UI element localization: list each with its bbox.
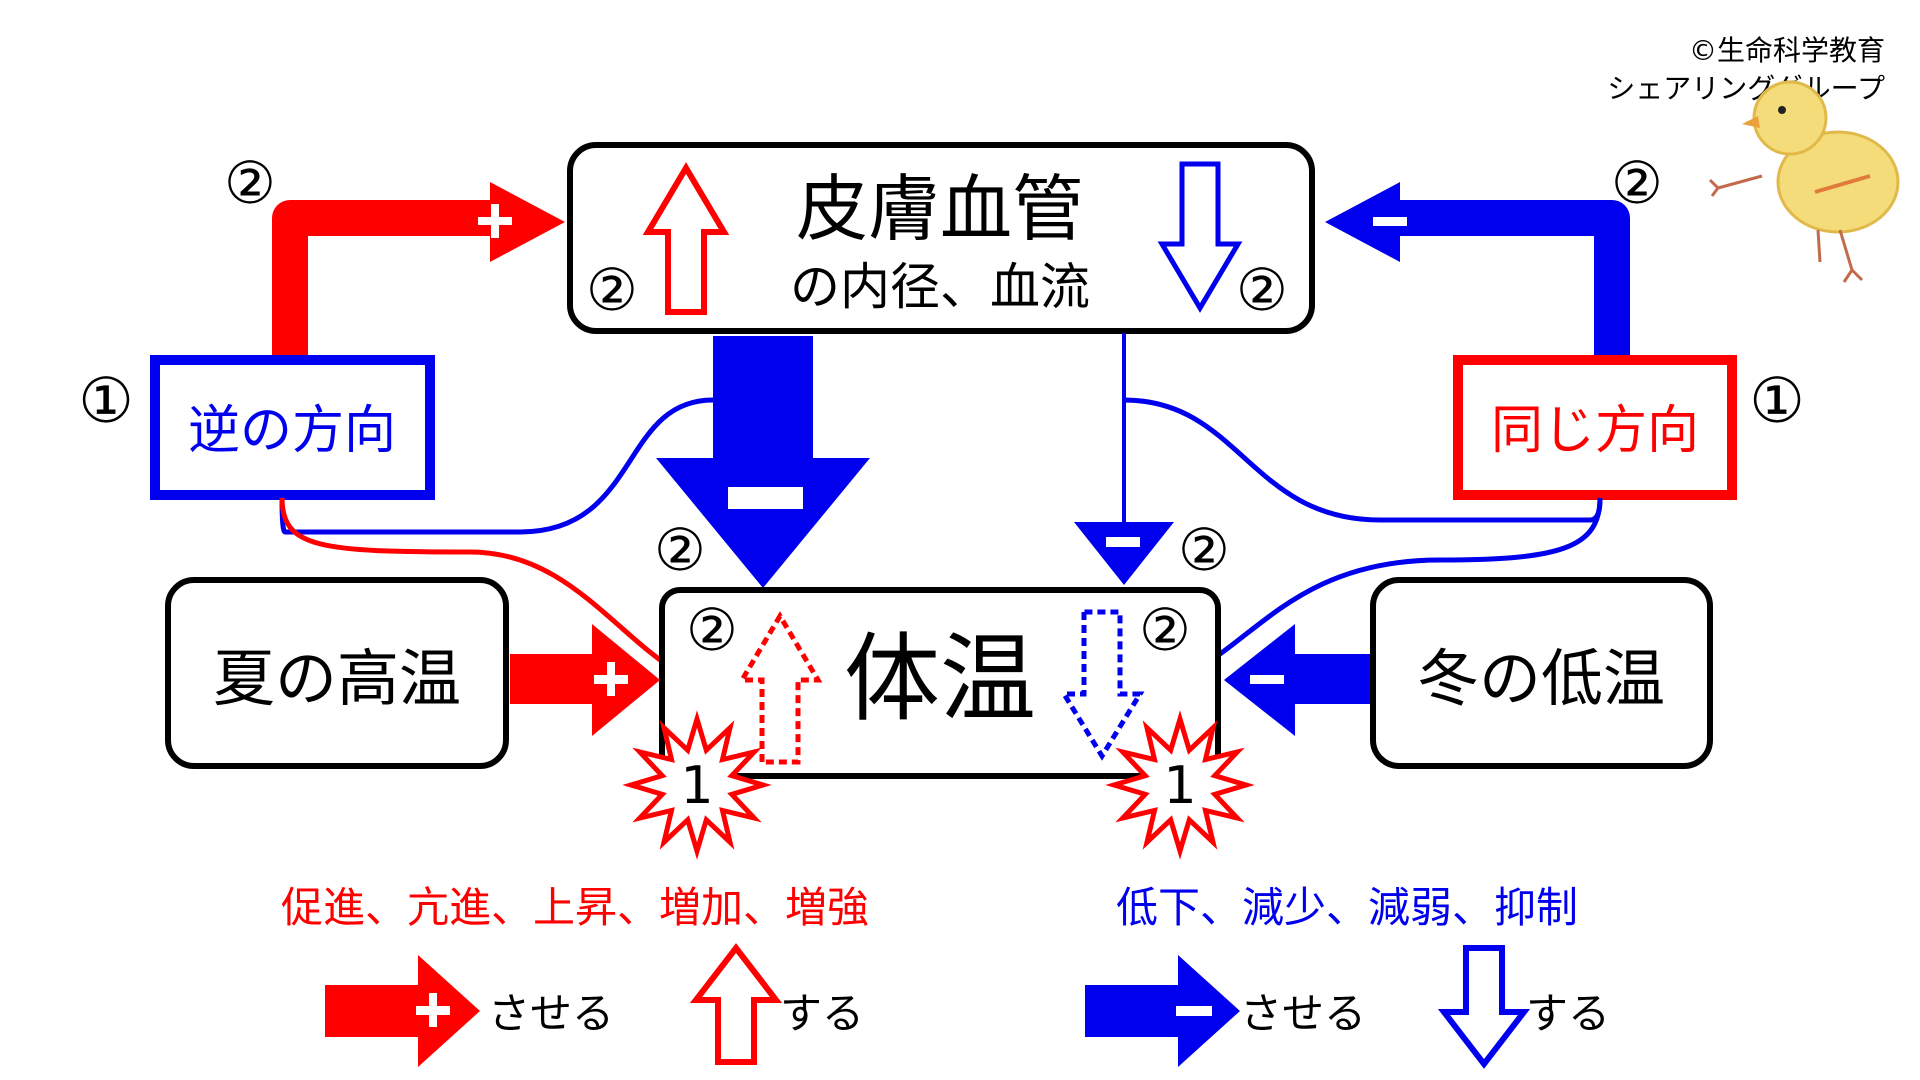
skin-vessel-subtitle: の内径、血流 [790, 258, 1090, 316]
body-temperature-box [659, 587, 1221, 779]
vessel-up-arrow [642, 162, 730, 315]
legend-red-make-label: させる [488, 989, 614, 1038]
bodytemp-down-dotted-arrow [1059, 609, 1145, 761]
starburst-left: 1 [622, 710, 772, 860]
same-direction-label: 同じ方向 [1491, 401, 1699, 461]
legend-blue-down-arrow [1437, 945, 1531, 1069]
legend-red-up-arrow [689, 943, 783, 1065]
winter-cold-label: 冬の低温 [1417, 642, 1665, 715]
marker-left-one: ① [78, 364, 134, 437]
marker-thick-arrow: ② [654, 516, 706, 584]
starburst-right: 1 [1105, 710, 1255, 860]
legend-blue-words: 低下、減少、減弱、抑制 [1116, 883, 1578, 932]
bodytemp-marker-right: ② [1139, 596, 1191, 664]
bodytemp-up-dotted-arrow [737, 611, 823, 765]
summer-plus-arrow [510, 624, 660, 736]
legend-blue-minus-arrow [1085, 955, 1240, 1067]
vessel-marker-left: ② [586, 256, 638, 324]
summer-heat-label: 夏の高温 [213, 642, 461, 715]
left-feedback-plus-arrow [272, 182, 565, 360]
vessel-marker-right: ② [1236, 256, 1288, 324]
chick-illustration [1708, 80, 1900, 283]
bodytemp-marker-left: ② [686, 596, 738, 664]
vessel-down-arrow [1157, 161, 1243, 313]
vessel-to-bodytemp-thin-minus-arrow [1074, 333, 1174, 585]
legend-blue-make-label: させる [1240, 989, 1366, 1038]
starburst-right-number: 1 [1163, 756, 1196, 816]
opposite-direction-box [150, 355, 435, 500]
right-feedback-minus-arrow [1325, 182, 1630, 360]
starburst-left-number: 1 [680, 756, 713, 816]
credit-line-1: ©生命科学教育 [1689, 34, 1885, 67]
legend-red-words: 促進、亢進、上昇、増加、増強 [281, 883, 869, 932]
same-direction-box [1453, 355, 1737, 500]
marker-right-one: ① [1749, 364, 1805, 437]
skin-vessel-box [567, 142, 1315, 334]
winter-minus-arrow [1224, 624, 1370, 736]
vessel-to-bodytemp-minus-arrow [656, 336, 870, 588]
summer-heat-box [165, 577, 509, 769]
legend-blue-do-label: する [1526, 989, 1610, 1038]
marker-top-right: ② [1611, 149, 1663, 217]
opposite-direction-label: 逆の方向 [188, 401, 396, 461]
marker-thin-arrow: ② [1178, 516, 1230, 584]
legend-red-do-label: する [780, 989, 864, 1038]
legend-red-plus-arrow [325, 955, 480, 1067]
body-temperature-label: 体温 [844, 623, 1036, 735]
winter-cold-box [1370, 577, 1713, 769]
marker-top-left: ② [224, 149, 276, 217]
skin-vessel-title: 皮膚血管 [796, 167, 1084, 251]
credit-line-2: シェアリンググループ [1607, 72, 1885, 105]
